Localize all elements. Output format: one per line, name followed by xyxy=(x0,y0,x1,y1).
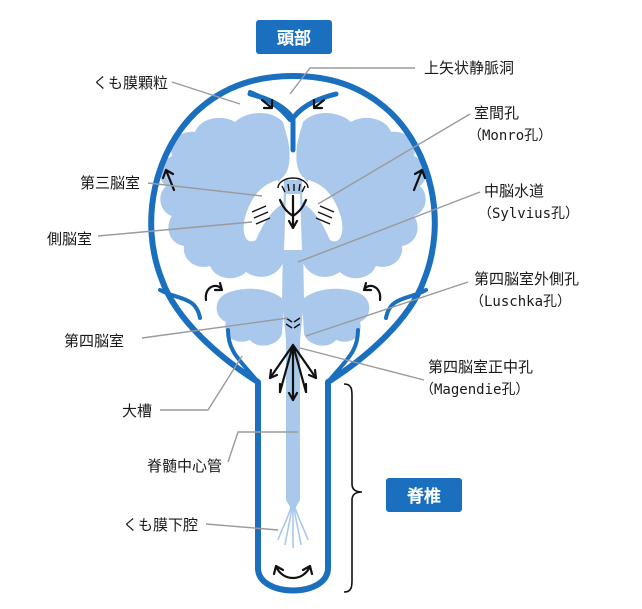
label-foramen-monro-sub: （Monro孔） xyxy=(468,128,552,144)
leader-cisterna-magna xyxy=(160,355,243,411)
right-lateral-ventricle xyxy=(304,180,343,242)
left-lateral-ventricle xyxy=(243,180,282,242)
leader-central-canal xyxy=(227,431,298,463)
ventricles xyxy=(243,180,343,250)
label-foramen-monro: 室間孔 xyxy=(474,104,519,122)
leader-magendie xyxy=(299,347,425,381)
label-foramen-magendie: 第四脳室正中孔 xyxy=(428,358,533,376)
label-foramen-luschka-sub: （Luschka孔） xyxy=(470,294,571,310)
label-arachnoid-granulations: くも膜顆粒 xyxy=(93,74,168,92)
flow-arrows xyxy=(161,98,427,580)
leader-sagittal-sinus xyxy=(289,67,415,95)
label-cerebral-aqueduct: 中脳水道 xyxy=(484,182,544,200)
leader-lateral-ventricle xyxy=(97,221,253,237)
label-central-canal: 脊髄中心管 xyxy=(147,457,222,475)
leader-monro xyxy=(317,113,471,205)
sagittal-sinus xyxy=(247,91,339,153)
arachnoid-inner-lines xyxy=(158,90,428,384)
right-hemisphere xyxy=(294,112,427,279)
label-fourth-ventricle: 第四脳室 xyxy=(64,332,124,350)
spinal-cord xyxy=(286,340,300,512)
leader-third-ventricle xyxy=(147,182,263,197)
leader-subarachnoid xyxy=(205,523,279,531)
label-foramen-luschka: 第四脳室外側孔 xyxy=(474,270,579,288)
spine-badge: 脊椎 xyxy=(386,478,462,512)
label-cerebral-aqueduct-sub: （Sylvius孔） xyxy=(478,206,579,222)
labels: くも膜顆粒 上矢状静脈洞 室間孔 （Monro孔） 第三脳室 中脳水道 （Syl… xyxy=(47,59,579,534)
label-lateral-ventricle: 側脳室 xyxy=(47,230,92,248)
cauda-equina xyxy=(277,499,309,548)
label-superior-sagittal-sinus: 上矢状静脈洞 xyxy=(424,59,514,77)
head-badge-text: 頭部 xyxy=(277,28,311,49)
label-cisterna-magna: 大槽 xyxy=(122,402,152,420)
leader-luschka xyxy=(305,281,469,337)
spine-bracket xyxy=(343,383,363,593)
label-third-ventricle: 第三脳室 xyxy=(80,174,140,192)
leader-arachnoid-granulations xyxy=(171,81,241,105)
brain-tissue xyxy=(159,112,427,548)
leader-lines xyxy=(97,67,481,531)
choroid-plexus xyxy=(251,177,335,329)
left-cerebellum xyxy=(216,288,284,346)
leader-fourth-ventricle xyxy=(141,317,289,339)
label-subarachnoid-space: くも膜下腔 xyxy=(123,516,198,534)
head-badge: 頭部 xyxy=(256,20,332,54)
label-foramen-magendie-sub: （Magendie孔） xyxy=(420,382,529,398)
left-hemisphere xyxy=(159,112,292,279)
leader-aqueduct xyxy=(297,191,481,263)
spine-badge-text: 脊椎 xyxy=(406,486,441,507)
